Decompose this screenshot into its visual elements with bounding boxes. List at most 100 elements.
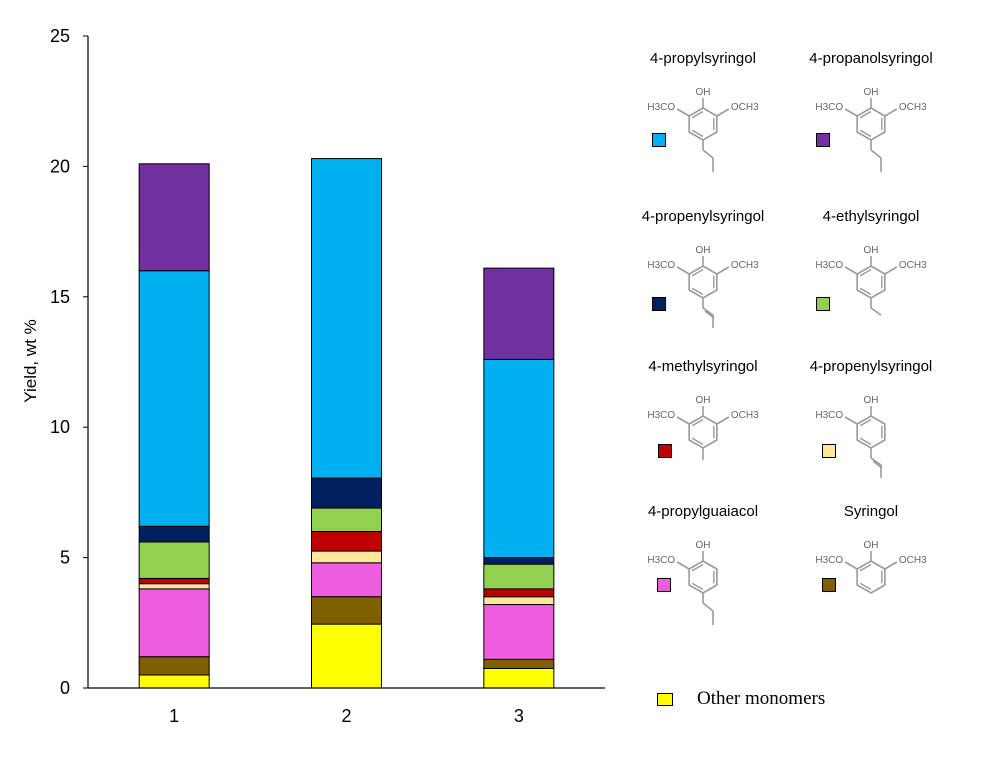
- methoxy-label: H3CO: [647, 102, 675, 113]
- hydroxyl-label: OH: [864, 245, 879, 256]
- bond: [702, 307, 714, 316]
- bar-segment-2-4: [311, 531, 382, 552]
- double-bond: [859, 110, 872, 119]
- bar-segment-1-8: [138, 163, 210, 272]
- bond: [676, 416, 690, 425]
- bar-segment-1-1: [138, 656, 210, 676]
- legend-swatch: [652, 297, 666, 311]
- legend-swatch-other-monomers: [657, 693, 673, 706]
- bar-segment-3-1: [483, 658, 555, 669]
- hydroxyl-label: OH: [696, 395, 711, 406]
- bond: [716, 108, 730, 117]
- double-bond: [691, 563, 704, 572]
- methoxy-label: H3CO: [815, 260, 843, 271]
- benzene-ring: [856, 560, 886, 594]
- legend-label: 4-propanolsyringol: [809, 50, 933, 67]
- hydroxyl-label: OH: [864, 87, 879, 98]
- bar-segment-1-3: [138, 583, 210, 590]
- double-bond: [859, 268, 872, 277]
- methoxy-label: H3CO: [647, 260, 675, 271]
- bar-segment-3-3: [483, 596, 555, 606]
- methoxy-label: H3CO: [815, 555, 843, 566]
- legend-label: 4-methylsyringol: [648, 358, 758, 375]
- legend-swatch: [822, 444, 836, 458]
- bar-segment-2-7: [311, 158, 382, 479]
- bar-segment-3-6: [483, 557, 555, 565]
- y-tick-label: 0: [60, 678, 70, 698]
- bond: [870, 149, 882, 159]
- legend-label: 4-propenylsyringol: [641, 208, 765, 225]
- bond: [844, 416, 858, 425]
- bond: [870, 457, 882, 466]
- bond: [844, 108, 858, 117]
- bond: [844, 266, 858, 275]
- bond: [870, 307, 882, 316]
- bond: [884, 561, 898, 570]
- legend-label-other-monomers: Other monomers: [697, 688, 826, 709]
- double-bond: [859, 437, 872, 446]
- y-axis-title: Yield, wt %: [21, 319, 40, 402]
- x-tick-label: 3: [514, 706, 524, 726]
- y-tick-label: 20: [50, 156, 70, 176]
- double-bond: [691, 129, 704, 138]
- double-bond: [691, 287, 704, 296]
- hydroxyl-label: OH: [864, 540, 879, 551]
- benzene-ring: [688, 265, 718, 299]
- bar-segment-1-5: [138, 541, 210, 579]
- methoxy-label: H3CO: [815, 102, 843, 113]
- chemical-structure-propyl-syringol: OH H3CO OCH3: [647, 87, 759, 172]
- double-bond: [859, 287, 872, 296]
- y-tick-label: 15: [50, 287, 70, 307]
- methoxy-label: OCH3: [899, 260, 927, 271]
- bond: [884, 108, 898, 117]
- methoxy-label: OCH3: [899, 555, 927, 566]
- bar-segment-1-7: [138, 270, 210, 527]
- double-bond: [691, 110, 704, 119]
- y-tick-label: 5: [60, 548, 70, 568]
- bar-segment-2-2: [311, 562, 382, 598]
- double-bond: [691, 418, 704, 427]
- chemical-structure-syringol: OH H3CO OCH3: [815, 540, 927, 594]
- legend-swatch: [657, 578, 671, 592]
- double-bond: [859, 129, 872, 138]
- double-bond: [859, 582, 872, 591]
- y-tick-label: 25: [50, 26, 70, 46]
- benzene-ring: [856, 265, 886, 299]
- legend-swatch: [658, 444, 672, 458]
- bond: [884, 266, 898, 275]
- bar-segment-2-0: [311, 623, 382, 689]
- bond: [676, 561, 690, 570]
- methoxy-label: OCH3: [731, 260, 759, 271]
- methoxy-label: H3CO: [647, 410, 675, 421]
- bond: [716, 416, 730, 425]
- bar-segment-3-4: [483, 588, 555, 598]
- bond: [844, 561, 858, 570]
- benzene-ring: [688, 560, 718, 594]
- bar-segment-1-4: [138, 577, 210, 585]
- legend-label: Syringol: [843, 503, 899, 520]
- legend-label: 4-propylguaiacol: [647, 503, 759, 520]
- legend-label: 4-propenylsyringol: [809, 358, 933, 375]
- methoxy-label: OCH3: [731, 102, 759, 113]
- x-tick-label: 2: [341, 706, 351, 726]
- bond: [676, 108, 690, 117]
- hydroxyl-label: OH: [696, 540, 711, 551]
- hydroxyl-label: OH: [696, 87, 711, 98]
- benzene-ring: [688, 107, 718, 141]
- legend-swatch: [652, 133, 666, 147]
- bar-segment-3-5: [483, 563, 555, 590]
- chemical-structure-ethyl-syringol: OH H3CO OCH3: [815, 245, 927, 316]
